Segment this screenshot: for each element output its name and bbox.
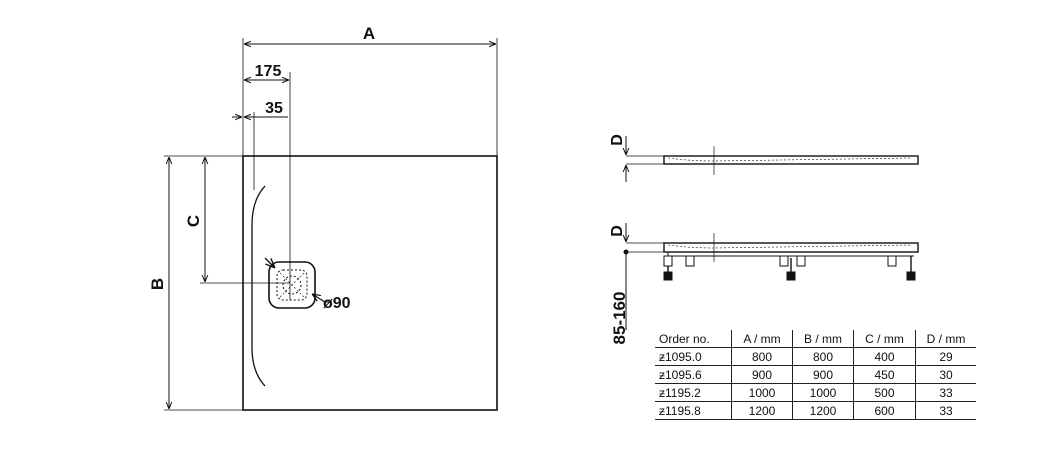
drain-diameter-label: ø90 (323, 295, 351, 312)
col-header-b: B / mm (792, 330, 854, 348)
dim-label-35: 35 (265, 100, 283, 117)
cell-order-no: ƶ1095.0 (655, 347, 732, 366)
dim-label-d-top: D (609, 134, 626, 146)
cell-order-no: ƶ1195.8 (655, 401, 732, 420)
cell-a: 800 (731, 347, 793, 366)
table-row: ƶ1095.6 900 900 450 30 (655, 365, 976, 384)
dim-label-175: 175 (255, 63, 282, 80)
slope-curve (251, 185, 266, 387)
cell-a: 1200 (731, 401, 793, 420)
section-view-top (626, 136, 919, 182)
cell-a: 900 (731, 365, 793, 384)
drain-icon (264, 257, 330, 309)
spec-table: Order no. A / mm B / mm C / mm D / mm ƶ1… (655, 330, 976, 420)
cell-c: 400 (853, 347, 916, 366)
cell-b: 1200 (792, 401, 854, 420)
dim-label-c: C (184, 215, 203, 227)
adjustable-foot (685, 255, 695, 267)
adjustable-foot (663, 255, 673, 281)
cell-d: 33 (915, 401, 976, 420)
cell-c: 600 (853, 401, 916, 420)
table-row: ƶ1095.0 800 800 400 29 (655, 347, 976, 366)
table-header-row: Order no. A / mm B / mm C / mm D / mm (655, 330, 976, 348)
cell-d: 33 (915, 383, 976, 402)
col-header-a: A / mm (731, 330, 793, 348)
dim-label-b: B (148, 278, 167, 290)
table-row: ƶ1195.8 1200 1200 600 33 (655, 401, 976, 420)
cell-b: 900 (792, 365, 854, 384)
dim-label-d-bottom: D (609, 225, 626, 237)
cell-d: 30 (915, 365, 976, 384)
cell-b: 1000 (792, 383, 854, 402)
cell-d: 29 (915, 347, 976, 366)
cell-b: 800 (792, 347, 854, 366)
cell-c: 450 (853, 365, 916, 384)
cell-order-no: ƶ1195.2 (655, 383, 732, 402)
table-row: ƶ1195.2 1000 1000 500 33 (655, 383, 976, 402)
cell-c: 500 (853, 383, 916, 402)
leg-height-label: 85-160 (610, 292, 629, 345)
cell-a: 1000 (731, 383, 793, 402)
col-header-c: C / mm (853, 330, 916, 348)
adjustable-foot (779, 255, 806, 281)
plan-view (164, 38, 498, 411)
dim-label-a: A (363, 24, 375, 43)
section-view-bottom (624, 223, 919, 330)
col-header-d: D / mm (915, 330, 976, 348)
adjustable-foot (887, 255, 916, 281)
col-header-order-no: Order no. (655, 330, 732, 348)
cell-order-no: ƶ1095.6 (655, 365, 732, 384)
